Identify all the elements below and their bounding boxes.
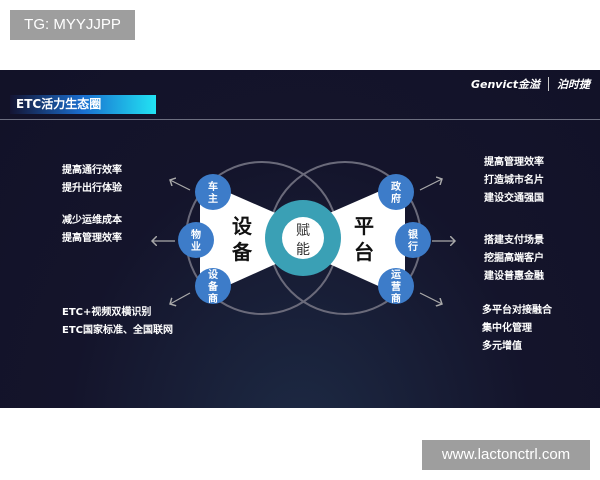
- right-bowtie: [325, 180, 405, 298]
- arrow: [170, 180, 191, 191]
- left-benefit-list: ETC+视频双横识别 ETC国家标准、全国联网: [62, 304, 173, 340]
- benefit-item: 多元增值: [482, 341, 522, 352]
- platform-label: 平: [354, 214, 374, 238]
- benefit-item: 建设交通强国: [484, 193, 544, 204]
- node-label: 业: [191, 240, 201, 253]
- node-label: 政: [391, 180, 402, 193]
- logo-divider: [548, 77, 549, 91]
- left-bowtie: [200, 180, 280, 298]
- platform-label: 台: [354, 240, 374, 264]
- node-label: 主: [208, 192, 218, 205]
- slide-title: ETC活力生态圈: [10, 95, 156, 114]
- node-circle: [195, 268, 231, 304]
- node-label: 设: [208, 268, 218, 281]
- left-benefit-list: 减少运维成本提高管理效率: [62, 212, 122, 248]
- slide: ETC活力生态圈 Genvict金溢 泊时捷 赋 能 设备平台 车主物业设备商政…: [0, 70, 600, 408]
- node-label: 备: [207, 280, 219, 293]
- node-circle: [378, 268, 414, 304]
- node-label: 营: [391, 280, 401, 293]
- left-benefit-list: 提高通行效率提升出行体验: [62, 162, 122, 198]
- genvict-logo: Genvict金溢: [470, 78, 540, 91]
- node-label: 运: [391, 269, 401, 281]
- benefit-item: 建设普惠金融: [484, 271, 544, 282]
- parkingjet-logo: 泊时捷: [557, 78, 590, 91]
- node-circle: [378, 174, 414, 210]
- top-label: TG: MYYJJPP: [10, 10, 135, 40]
- benefit-item: 多平台对接融合: [482, 305, 552, 316]
- benefit-item: 提高管理效率: [484, 157, 544, 168]
- node-label: 银: [408, 228, 419, 241]
- right-benefit-list: 搭建支付场景挖掘高端客户建设普惠金融: [484, 232, 544, 286]
- device-label: 备: [231, 240, 253, 264]
- benefit-item: 打造城市名片: [484, 175, 544, 186]
- right-benefit-list: 提高管理效率打造城市名片建设交通强国: [484, 154, 544, 208]
- arrow: [419, 179, 442, 191]
- arrows: [152, 179, 455, 304]
- benefit-item: ETC+视频双横识别: [62, 307, 152, 318]
- center-text-2: 能: [296, 242, 310, 258]
- device-label: 设: [232, 214, 252, 238]
- benefit-item: 提高通行效率: [62, 165, 122, 176]
- benefit-item: 挖掘高端客户: [484, 253, 544, 264]
- node-label: 商: [391, 292, 401, 305]
- node-circle: [395, 222, 431, 258]
- benefit-item: 搭建支付场景: [484, 235, 544, 246]
- benefit-item: 减少运维成本: [62, 215, 122, 226]
- node-circle: [195, 174, 231, 210]
- right-benefit-list: 多平台对接融合集中化管理多元增值: [482, 302, 552, 356]
- node-circle: [178, 222, 214, 258]
- title-divider: [0, 119, 600, 120]
- benefit-item: 集中化管理: [482, 323, 532, 334]
- node-label: 车: [208, 180, 218, 193]
- benefit-item: 提升出行体验: [62, 183, 122, 194]
- node-label: 物: [191, 228, 201, 241]
- arrow: [419, 292, 442, 304]
- arrow: [170, 292, 191, 304]
- center-core: [282, 217, 324, 259]
- node-label: 府: [391, 192, 401, 205]
- benefit-item: 提高管理效率: [62, 233, 122, 244]
- watermark: www.lactonctrl.com: [422, 440, 590, 470]
- logos: Genvict金溢 泊时捷: [471, 76, 590, 92]
- node-label: 商: [208, 292, 218, 305]
- node-label: 行: [407, 240, 418, 253]
- center-text-1: 赋: [296, 223, 310, 239]
- benefit-item: ETC国家标准、全国联网: [62, 325, 173, 336]
